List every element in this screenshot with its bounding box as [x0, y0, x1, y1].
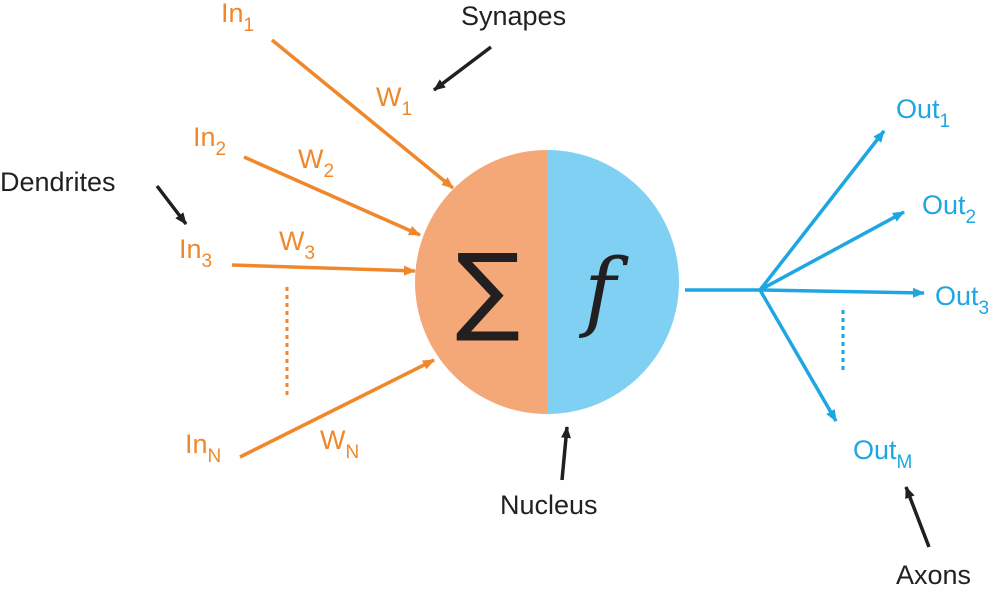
nucleus-label: Nucleus [500, 490, 598, 520]
input-label-3-name: In [179, 234, 202, 264]
output-arrow-3 [759, 287, 925, 298]
output-arrow-2 [759, 210, 905, 292]
input-arrows [231, 38, 455, 459]
input-label-2-sub: 2 [216, 139, 227, 160]
input-label-2-name: In [193, 122, 216, 152]
weight-label-n: WN [320, 425, 359, 463]
input-arrow-3 [231, 263, 416, 276]
input-label-n: InN [185, 429, 221, 467]
output-label-m-sub: M [897, 452, 913, 473]
output-label-2: Out2 [922, 190, 976, 228]
weight-label-3-sub: 3 [304, 243, 315, 264]
weight-label-1-sub: 1 [401, 99, 412, 120]
output-label-m: OutM [853, 435, 912, 473]
input-label-1: In1 [221, 0, 254, 36]
dendrites-pointer [155, 184, 188, 226]
output-label-3: Out3 [935, 281, 989, 319]
input-label-3-sub: 3 [202, 251, 213, 272]
axons-pointer [904, 486, 931, 548]
input-label-3: In3 [179, 234, 212, 272]
synapses-pointer [432, 45, 493, 92]
nucleus: ∑ f [415, 150, 679, 414]
input-label-2: In2 [193, 122, 226, 160]
output-label-m-name: Out [853, 435, 897, 465]
output-label-2-name: Out [922, 190, 966, 220]
activation-half [547, 150, 679, 414]
input-arrow-1 [270, 38, 455, 190]
annotation-labels: Synapes Dendrites Nucleus Axons [0, 1, 971, 590]
weight-label-n-sub: N [345, 442, 359, 463]
weight-label-3: W3 [279, 226, 315, 264]
input-arrow-n [239, 358, 435, 459]
input-label-n-name: In [185, 429, 208, 459]
weight-label-1-name: W [376, 82, 402, 112]
input-labels: In1 In2 In3 InN [179, 0, 254, 467]
weight-label-2-name: W [298, 144, 324, 174]
weight-label-1: W1 [376, 82, 412, 120]
input-label-n-sub: N [208, 446, 222, 467]
output-label-1-sub: 1 [940, 111, 951, 132]
output-label-1: Out1 [896, 94, 950, 132]
weight-label-3-name: W [279, 226, 305, 256]
output-arrows [685, 129, 925, 422]
output-label-2-sub: 2 [966, 207, 977, 228]
input-label-1-name: In [221, 0, 244, 28]
dendrites-label: Dendrites [0, 167, 116, 197]
weight-label-2: W2 [298, 144, 334, 182]
axons-label: Axons [896, 560, 971, 590]
input-label-1-sub: 1 [244, 15, 255, 36]
weight-label-n-name: W [320, 425, 346, 455]
synapses-label: Synapes [461, 1, 566, 31]
summation-half [415, 150, 547, 414]
output-arrow-m [758, 289, 838, 422]
weight-label-2-sub: 2 [323, 161, 334, 182]
output-arrow-1 [758, 129, 886, 292]
output-labels: Out1 Out2 Out3 OutM [853, 94, 989, 473]
annotation-arrows [155, 45, 931, 548]
sum-symbol: ∑ [456, 233, 521, 345]
output-label-3-name: Out [935, 281, 979, 311]
weight-labels: W1 W2 W3 WN [279, 82, 412, 463]
output-label-3-sub: 3 [979, 298, 990, 319]
output-label-1-name: Out [896, 94, 940, 124]
nucleus-pointer [560, 426, 571, 481]
input-arrow-2 [243, 155, 421, 237]
